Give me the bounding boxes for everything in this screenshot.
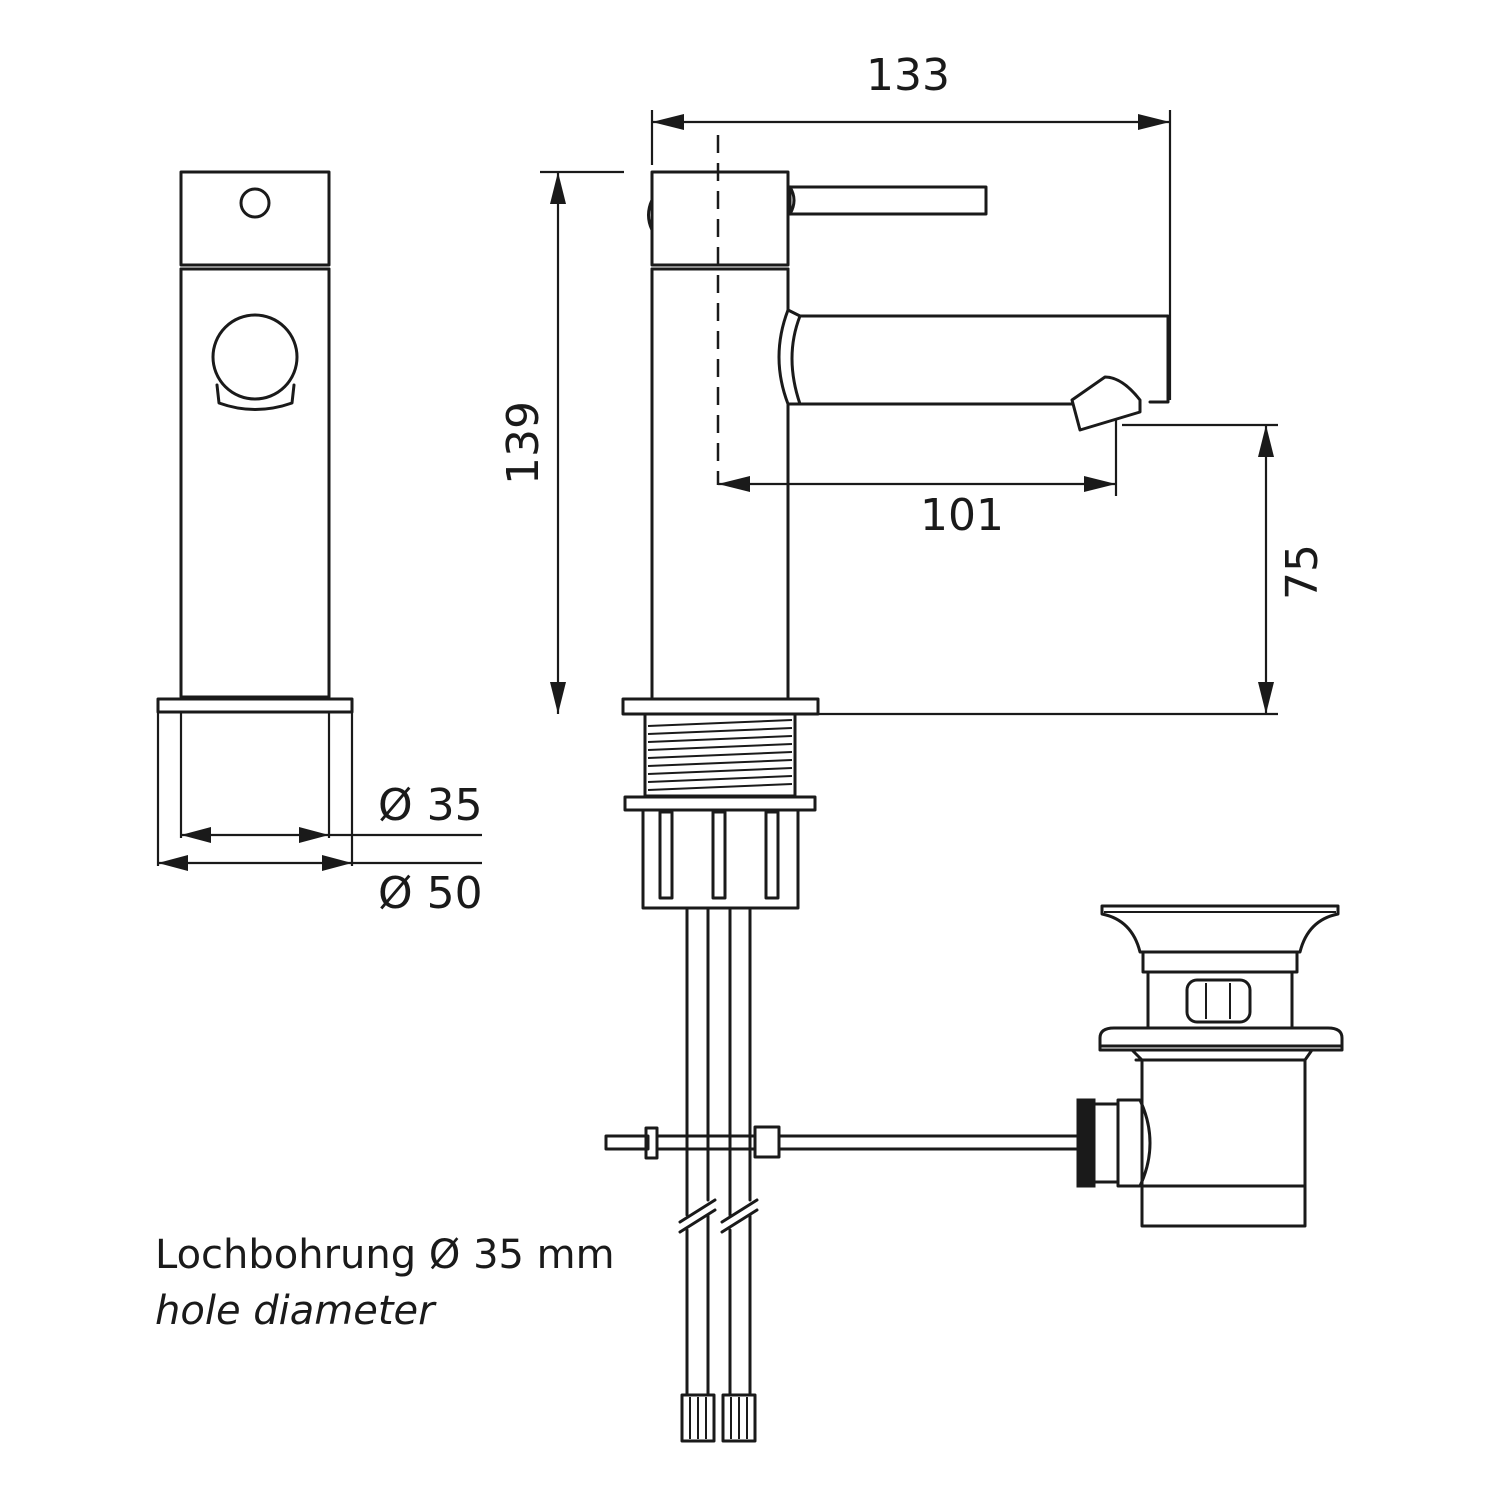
front-view-spout-lip: [215, 383, 296, 411]
mixer-rear-knob: [647, 198, 654, 232]
drain-locknut: [1098, 1026, 1344, 1048]
dim-label-75: 75: [1277, 544, 1328, 600]
mixer-cap: [650, 170, 790, 267]
fixing-washer: [623, 795, 817, 812]
fixing-nut: [641, 808, 800, 910]
drain-assembly: [1076, 904, 1344, 1228]
hole-diameter-label-de: Lochbohrung Ø 35 mm: [155, 1232, 615, 1278]
drain-body: [1130, 1048, 1314, 1228]
dim-label-101: 101: [920, 490, 1004, 541]
mixer-lever: [788, 185, 988, 216]
front-view-cap: [179, 170, 331, 267]
hose-fitting-left: [680, 1393, 716, 1443]
base-plate: [621, 697, 820, 716]
supply-hoses: [678, 908, 759, 1443]
front-view-cap-hole: [239, 187, 271, 219]
front-view: Ø 35 Ø 50: [156, 170, 483, 919]
hose-fitting-right: [721, 1393, 757, 1443]
thread-lines: [647, 719, 793, 791]
front-view-base-plate: [156, 697, 354, 714]
spout: [777, 308, 1074, 406]
hole-diameter-label-en: hole diameter: [155, 1288, 435, 1334]
profile-view: 133 139 101 75: [498, 50, 1328, 1443]
pull-rod: [604, 1125, 1082, 1160]
drain-side-connector: [1076, 1098, 1096, 1188]
drain-flange: [1100, 904, 1340, 954]
front-view-body: [179, 267, 331, 699]
dim-label-139: 139: [498, 401, 549, 485]
front-view-spout-outlet: [211, 313, 299, 401]
drain-overflow-slot: [1185, 978, 1252, 1024]
dim-label-133: 133: [866, 50, 950, 101]
spout-aerator: [1070, 375, 1142, 432]
dim-label-diameter-35: Ø 35: [378, 780, 483, 831]
dim-label-diameter-50: Ø 50: [378, 868, 483, 919]
